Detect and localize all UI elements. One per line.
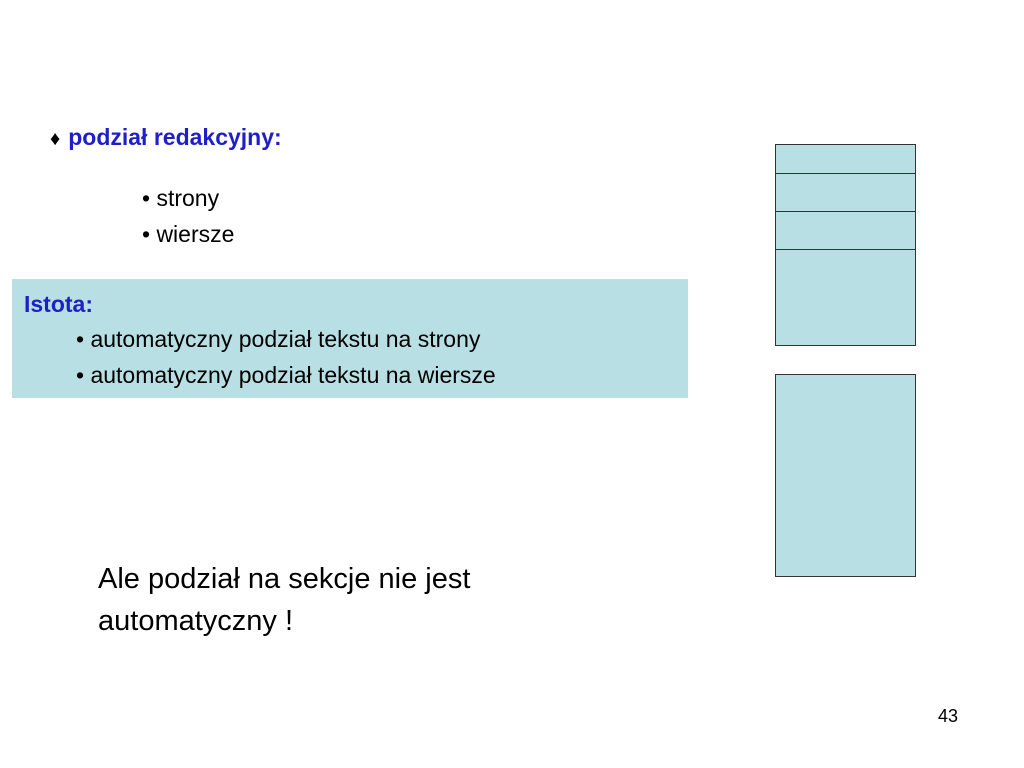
- page-diagram-single: [775, 374, 916, 577]
- highlight-box-list: • automatyczny podział tekstu na strony …: [76, 321, 496, 393]
- highlight-box: Istota: • automatyczny podział tekstu na…: [12, 279, 688, 398]
- page-divider-line: [776, 249, 915, 250]
- highlight-box-item: • automatyczny podział tekstu na strony: [76, 326, 481, 352]
- sub-bullet-item: • wiersze: [142, 221, 235, 247]
- page-diagram-divided: [775, 144, 916, 346]
- diamond-bullet-icon: ♦: [50, 128, 61, 150]
- section-heading: ♦ podział redakcyjny:: [50, 124, 282, 151]
- closing-note: Ale podział na sekcje nie jest automatyc…: [98, 563, 471, 637]
- page-number: 43: [938, 706, 959, 726]
- highlight-box-item: • automatyczny podział tekstu na wiersze: [76, 362, 496, 388]
- highlight-box-title: Istota:: [24, 291, 93, 317]
- section-heading-text: podział redakcyjny:: [68, 124, 282, 150]
- sub-bullet-item: • strony: [142, 185, 220, 211]
- page-divider-line: [776, 173, 915, 174]
- page-divider-line: [776, 211, 915, 212]
- sub-bullet-list: • strony • wiersze: [142, 180, 234, 252]
